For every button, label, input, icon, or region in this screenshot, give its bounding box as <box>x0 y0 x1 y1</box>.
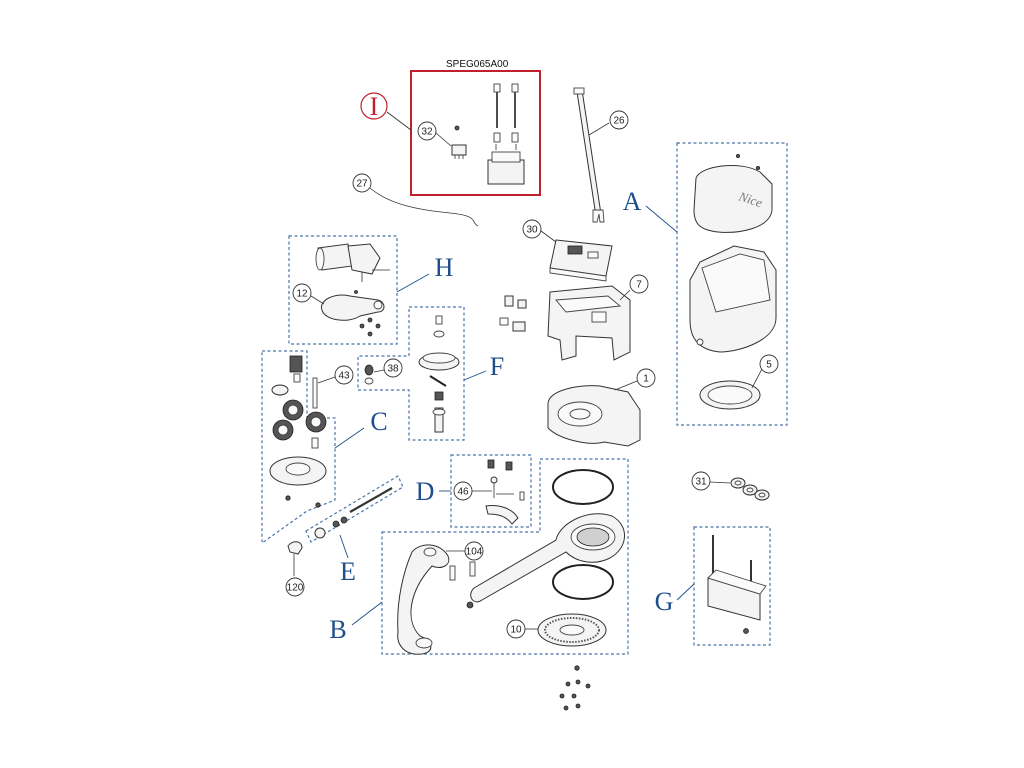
callout-46-text: 46 <box>457 487 469 498</box>
connector-part-32 <box>451 125 467 159</box>
callout-31-text: 31 <box>695 477 707 488</box>
callout-27 <box>352 173 372 193</box>
callout-43 <box>334 365 354 385</box>
callout-7-text: 7 <box>636 280 642 291</box>
callout-27-text: 27 <box>356 179 368 190</box>
group-label-c: C <box>370 407 387 436</box>
group-f: F 38 <box>357 306 504 441</box>
group-c-box <box>261 350 336 545</box>
callout-32-text: 32 <box>421 127 433 138</box>
callout-1 <box>636 368 656 388</box>
group-label-h: H <box>435 253 454 282</box>
group-label-a: A <box>623 187 642 216</box>
callout-12 <box>292 283 312 303</box>
top-cover: Nice <box>693 153 773 233</box>
group-g: G <box>655 526 771 646</box>
brand-logo-text: Nice <box>736 188 764 210</box>
group-d: D 46 <box>416 454 532 528</box>
callout-31 <box>691 471 711 491</box>
group-f-box <box>357 306 465 441</box>
callout-1-text: 1 <box>643 374 649 385</box>
callout-26-text: 26 <box>613 116 625 127</box>
callout-7 <box>629 274 649 294</box>
wire-leads <box>493 83 519 143</box>
callout-5-text: 5 <box>766 360 772 371</box>
callout-30-text: 30 <box>526 225 538 236</box>
group-a: A Nice 5 <box>623 142 788 426</box>
washers-part-31: 31 <box>691 471 770 501</box>
callout-38 <box>383 358 403 378</box>
group-e: E <box>305 475 404 586</box>
group-d-box <box>450 454 532 528</box>
frame-part-7: 7 <box>499 274 649 361</box>
callout-120-text: 120 <box>287 583 304 594</box>
callout-12-text: 12 <box>296 289 308 300</box>
callout-30 <box>522 219 542 239</box>
motor <box>315 243 390 282</box>
callout-43-text: 43 <box>338 371 350 382</box>
group-b-box <box>381 458 629 655</box>
callout-10-text: 10 <box>510 625 522 636</box>
group-i-ring <box>360 92 388 120</box>
callout-104-text: 104 <box>466 547 483 558</box>
kit-i-box <box>410 70 541 196</box>
group-label-e: E <box>340 557 356 586</box>
group-a-box <box>676 142 788 426</box>
control-board-part-30: 30 <box>522 219 613 282</box>
rail-part-26: 26 <box>573 87 629 223</box>
kit-code-label: SPEG065A00 <box>446 59 509 70</box>
group-h-box <box>288 235 398 345</box>
transformer <box>487 144 525 185</box>
callout-32 <box>417 121 437 141</box>
group-h: H 12 <box>288 235 454 345</box>
callout-38-text: 38 <box>387 364 399 375</box>
group-label-b: B <box>329 615 346 644</box>
callout-5 <box>759 354 779 374</box>
callout-120 <box>285 577 305 597</box>
base-part-1: 1 <box>547 368 656 447</box>
group-g-box <box>693 526 771 646</box>
cable-part-27: 27 <box>352 173 479 227</box>
group-label-f: F <box>490 352 504 381</box>
callout-26 <box>609 110 629 130</box>
screw-set <box>559 665 591 711</box>
disc-part-5: 5 <box>699 354 779 410</box>
gasket-part-12: 12 <box>292 283 385 337</box>
clip-part-120: 120 <box>285 541 305 597</box>
group-b: B 10 104 <box>329 458 629 655</box>
group-c: C 43 <box>261 350 388 545</box>
housing-shell <box>689 245 777 353</box>
kit-i-group: SPEG065A00 32 I <box>360 59 541 196</box>
group-label-g: G <box>655 587 674 616</box>
group-label-d: D <box>416 477 435 506</box>
group-label-i: I <box>370 92 379 121</box>
